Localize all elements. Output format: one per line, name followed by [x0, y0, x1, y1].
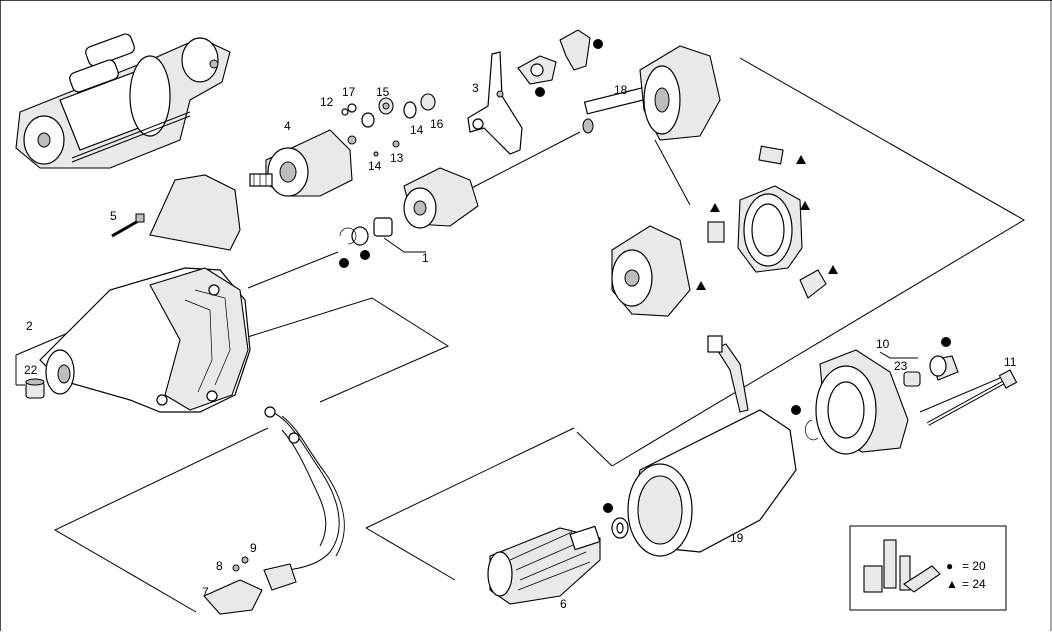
- label-12: 12: [320, 95, 334, 109]
- label-17: 17: [342, 85, 356, 99]
- bushing-part: [25, 378, 45, 399]
- planet-carrier: [611, 225, 691, 317]
- label-10: 10: [876, 337, 890, 351]
- legend-circle-glyph: ●: [946, 559, 953, 573]
- label-18: 18: [614, 83, 628, 97]
- brush-blocks: [707, 145, 827, 299]
- label-4: 4: [284, 119, 291, 133]
- label-3: 3: [472, 81, 479, 95]
- label-2: 2: [26, 319, 33, 333]
- label-1: 1: [422, 251, 429, 265]
- legend-triangle-glyph: ▲: [946, 577, 958, 591]
- label-8: 8: [216, 559, 223, 573]
- assembly-guide-lines: [15, 57, 1025, 613]
- legend-box: [849, 525, 1007, 611]
- label-23: 23: [894, 359, 908, 373]
- pinion-drive: [339, 167, 479, 246]
- assembled-starter-motor: [15, 33, 231, 169]
- field-frame: [627, 335, 797, 557]
- commutator-end-shield: [815, 349, 909, 455]
- clamp-bracket: [559, 29, 591, 71]
- ring-gear: [737, 185, 803, 273]
- label-15: 15: [376, 85, 390, 99]
- label-6: 6: [560, 597, 567, 611]
- small-hardware-group: [341, 93, 436, 157]
- marker-circle-pinion: [339, 250, 370, 268]
- armature: [487, 525, 601, 605]
- bolt-5: [111, 213, 145, 238]
- intermediate-bearing: [639, 45, 721, 141]
- legend-grease-icon: [863, 539, 941, 593]
- label-7: 7: [202, 585, 209, 599]
- label-9: 9: [250, 541, 257, 555]
- label-14a: 14: [368, 159, 382, 173]
- legend-circle-value: = 20: [962, 559, 986, 573]
- label-14b: 14: [410, 123, 424, 137]
- lever-bracket: [517, 55, 557, 85]
- legend-triangle-value: = 24: [962, 577, 986, 591]
- armature-washer: [603, 503, 629, 539]
- label-19: 19: [730, 531, 744, 545]
- shift-lever: [467, 51, 523, 155]
- label-5: 5: [110, 209, 117, 223]
- marker-circle-top: [535, 39, 603, 97]
- solenoid-switch: [249, 129, 357, 197]
- drive-end-housing: [39, 174, 251, 413]
- marker-triangles: [696, 155, 838, 290]
- end-shield-bushing: [903, 337, 959, 387]
- label-13: 13: [390, 151, 404, 165]
- label-22: 22: [24, 363, 38, 377]
- field-frame-clip: [791, 405, 819, 441]
- label-11: 11: [1004, 355, 1017, 369]
- through-bolt: [927, 369, 1018, 426]
- label-16: 16: [430, 117, 444, 131]
- planetary-shaft: [582, 86, 649, 134]
- wiring-harness: [203, 406, 345, 615]
